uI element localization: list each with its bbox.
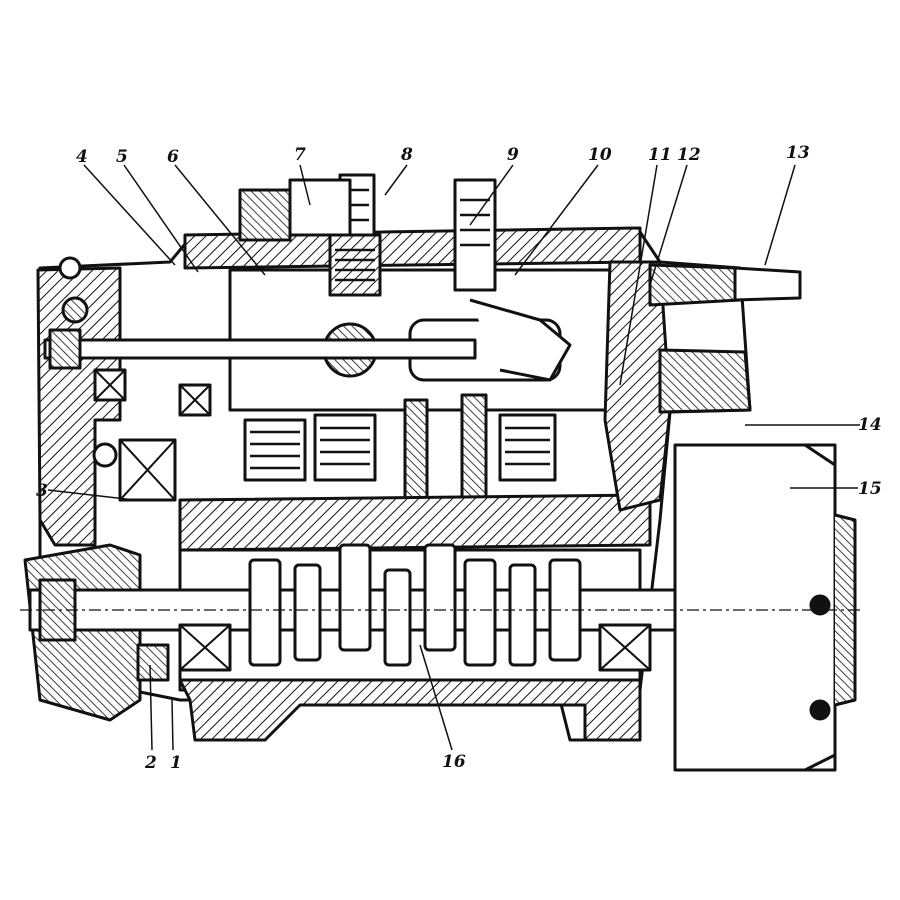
callout-10: 10 — [588, 145, 612, 165]
control-lever — [469, 298, 572, 382]
callout-7: 7 — [294, 145, 306, 165]
callout-5: 5 — [116, 147, 128, 167]
callout-14: 14 — [858, 415, 882, 435]
camshaft-left-nut — [38, 578, 77, 642]
callout-4: 4 — [76, 147, 88, 167]
callout-1: 1 — [170, 753, 182, 773]
lower-housing-base — [178, 678, 642, 742]
callout-3: 3 — [36, 481, 48, 501]
bearing-mid-upper — [178, 383, 212, 417]
plunger-spring-center — [313, 413, 377, 482]
right-collar — [658, 348, 752, 414]
bolt-lower — [809, 699, 831, 721]
top-left-bolt — [58, 256, 82, 280]
right-housing-wall — [603, 260, 672, 512]
callout-9: 9 — [507, 145, 519, 165]
callout-16: 16 — [442, 752, 466, 772]
callout-6: 6 — [167, 147, 179, 167]
callout-8: 8 — [400, 145, 413, 165]
upper-control-shaft — [43, 338, 477, 360]
left-side-bolt — [61, 296, 89, 324]
left-bearing-2 — [136, 643, 170, 682]
plunger-spring-left — [243, 418, 307, 482]
plunger-spring-7 — [328, 233, 382, 297]
coupling-housing-15 — [673, 443, 837, 772]
callout-15: 15 — [858, 479, 882, 499]
callout-labels: 1 2 3 4 5 6 7 8 9 10 11 12 13 14 15 16 — [36, 143, 882, 773]
fitting-13 — [733, 266, 802, 302]
right-end-fitting — [648, 263, 742, 307]
tappet-right — [460, 393, 488, 512]
callout-13: 13 — [786, 143, 810, 163]
tappet-left — [403, 398, 429, 512]
cam-lobes — [248, 543, 582, 667]
delivery-valve-9 — [453, 178, 497, 292]
left-mid-bolt — [92, 442, 118, 468]
bolt-upper — [809, 594, 831, 616]
upper-shaft-nut — [48, 328, 82, 370]
bearing-left-mid — [118, 438, 177, 502]
callout-2: 2 — [144, 753, 157, 773]
top-fitting-left — [238, 178, 352, 242]
leader-lines — [47, 164, 860, 751]
plunger-spring-right — [498, 413, 557, 482]
callout-11: 11 — [648, 145, 672, 165]
tappet-guide-block — [178, 493, 652, 552]
bearing-left-upper — [93, 368, 127, 402]
callout-12: 12 — [677, 145, 701, 165]
